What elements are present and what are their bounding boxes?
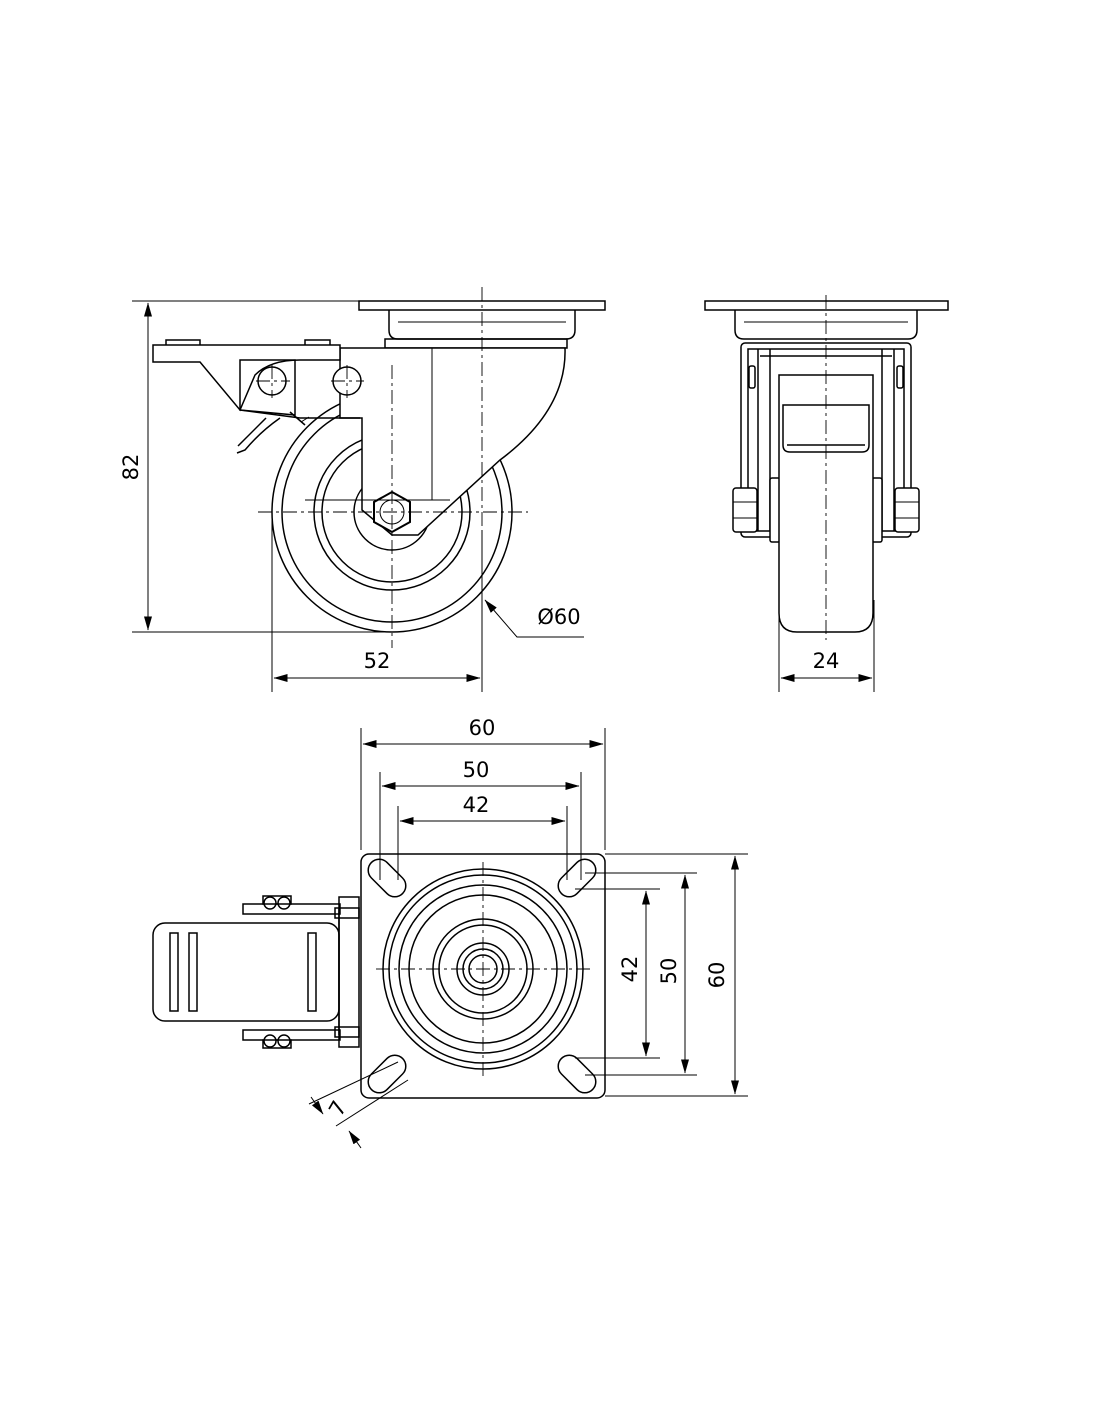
bolt-slots [367,858,597,1094]
dim-diameter-60: Ø60 [537,605,580,629]
front-view [704,295,949,640]
top-brake-lever [152,895,360,1049]
top-dimensions: 60 50 42 60 50 42 7 [308,716,748,1149]
dim-plate-height-60: 60 [705,962,729,989]
dim-bolt-outer-50: 50 [463,758,490,782]
dim-plate-width-60: 60 [469,716,496,740]
dim-height-82: 82 [119,454,143,481]
side-view [152,287,606,648]
front-dimensions: 24 [778,600,875,692]
dim-bolt-inner-v-42: 42 [618,956,642,983]
dim-slot-width-7: 7 [324,1097,351,1121]
side-dimensions: 82 52 Ø60 [119,300,584,692]
dim-bolt-outer-v-50: 50 [657,958,681,985]
brake-lever [152,339,362,454]
top-view [152,853,606,1099]
dim-bolt-inner-42: 42 [463,793,490,817]
dim-wheel-width-24: 24 [813,649,840,673]
dim-offset-52: 52 [364,649,391,673]
